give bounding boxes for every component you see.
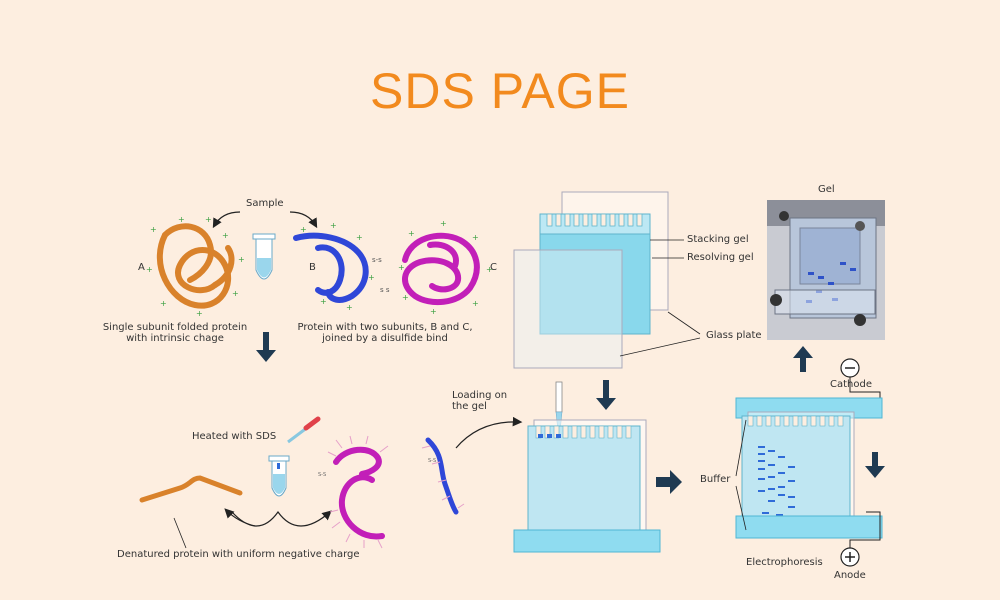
svg-text:+: + xyxy=(472,233,479,242)
svg-text:+: + xyxy=(398,263,405,272)
label-loading: Loading on the gel xyxy=(452,390,508,412)
denatured-strand-a xyxy=(139,475,243,503)
svg-text:+: + xyxy=(205,215,212,224)
svg-text:+: + xyxy=(402,293,409,302)
label-resolving-gel: Resolving gel xyxy=(687,252,754,263)
anode-symbol xyxy=(840,511,881,567)
svg-text:+: + xyxy=(150,225,157,234)
svg-text:+: + xyxy=(196,309,203,318)
ss-label-1: S-S xyxy=(318,472,326,478)
down-arrow-1 xyxy=(256,332,276,362)
label-denatured: Denatured protein with uniform negative … xyxy=(117,549,360,560)
loading-arrow xyxy=(455,416,523,449)
cathode-symbol xyxy=(840,358,881,402)
label-glass-plate: Glass plate xyxy=(706,330,762,341)
svg-text:s-s: s-s xyxy=(372,256,382,264)
svg-text:+: + xyxy=(320,297,327,306)
glass-pointer-2 xyxy=(619,337,701,357)
label-a: A xyxy=(138,262,145,273)
ss-label-2: S-S xyxy=(428,458,436,464)
label-heated: Heated with SDS xyxy=(192,431,277,442)
denatured-strand-b xyxy=(425,437,459,515)
svg-text:+: + xyxy=(440,219,447,228)
page-title: SDS PAGE xyxy=(370,63,630,119)
svg-text:+: + xyxy=(222,231,229,240)
label-anode: Anode xyxy=(834,570,866,581)
svg-text:+: + xyxy=(232,289,239,298)
denatured-strand-c xyxy=(333,446,385,540)
svg-text:s s: s s xyxy=(380,286,390,294)
sample-arrow-right xyxy=(289,211,318,229)
label-single-subunit: Single subunit folded protein with intri… xyxy=(102,322,248,344)
sample-tube xyxy=(252,233,276,280)
down-arrow-3 xyxy=(865,452,885,478)
down-arrow-2 xyxy=(596,380,616,410)
label-b: B xyxy=(309,262,316,273)
glass-pointer-1 xyxy=(667,311,701,335)
denatured-pointer xyxy=(173,517,187,549)
charge-marks-a: + + + + + + + + + xyxy=(146,215,245,318)
svg-text:+: + xyxy=(330,221,337,230)
sds-fringe-c xyxy=(327,435,389,549)
svg-text:+: + xyxy=(356,233,363,242)
heated-tube xyxy=(268,455,290,497)
label-sample: Sample xyxy=(246,198,284,209)
front-glass-plate xyxy=(513,249,623,369)
sample-arrow-left xyxy=(212,211,241,229)
sds-dropper xyxy=(287,416,321,444)
svg-text:+: + xyxy=(178,215,185,224)
charge-marks-bc: + + + + + + + + + + + + + + xyxy=(300,219,493,316)
gel-photo xyxy=(767,200,885,340)
loaded-gel-cassette xyxy=(513,419,661,553)
resolving-gel-layer xyxy=(539,231,651,335)
svg-text:+: + xyxy=(300,225,307,234)
svg-text:+: + xyxy=(486,265,493,274)
svg-text:+: + xyxy=(368,273,375,282)
branch-arrow-left xyxy=(224,508,256,527)
svg-text:+: + xyxy=(346,303,353,312)
label-cathode: Cathode xyxy=(830,379,872,390)
svg-text:+: + xyxy=(238,255,245,264)
svg-text:+: + xyxy=(430,307,437,316)
buffer-pointer-1 xyxy=(735,419,747,477)
label-c: C xyxy=(490,262,497,273)
right-arrow xyxy=(656,470,682,494)
buffer-pointer-2 xyxy=(735,485,747,531)
protein-a-folded xyxy=(156,223,235,309)
label-two-subunits: Protein with two subunits, B and C, join… xyxy=(297,322,473,344)
disulfide-bridge: s-s s s xyxy=(372,256,390,294)
label-gel: Gel xyxy=(818,184,835,195)
label-buffer: Buffer xyxy=(700,474,731,485)
sds-fringe-b xyxy=(421,445,465,509)
label-electrophoresis: Electrophoresis xyxy=(746,557,823,568)
electrophoresis-tank xyxy=(735,397,883,539)
protein-b-folded xyxy=(293,232,369,303)
svg-text:+: + xyxy=(160,299,167,308)
svg-text:+: + xyxy=(146,265,153,274)
label-stacking-gel: Stacking gel xyxy=(687,234,749,245)
protein-c-folded xyxy=(402,232,480,306)
svg-text:+: + xyxy=(408,229,415,238)
svg-text:+: + xyxy=(472,299,479,308)
gel-plates-assembly xyxy=(513,191,669,369)
up-arrow xyxy=(793,346,813,372)
